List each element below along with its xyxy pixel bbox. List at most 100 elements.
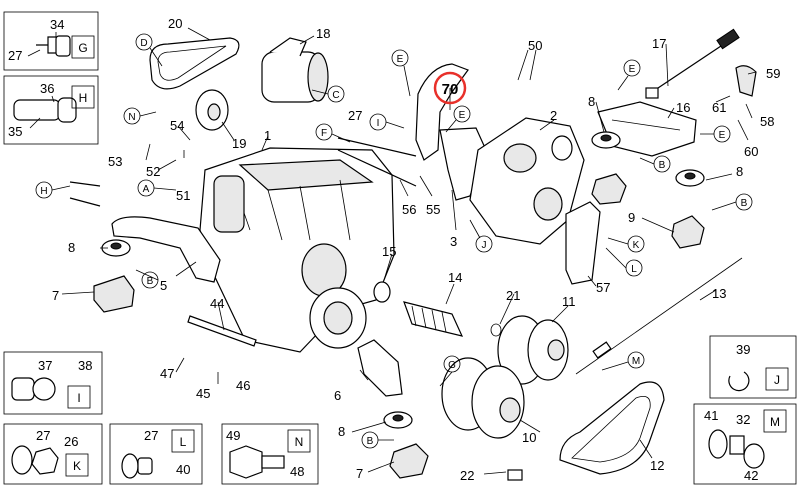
inset-l-label-27: 27 — [144, 428, 158, 443]
callout-e-2: E — [459, 110, 466, 121]
clutch-10 — [441, 357, 525, 439]
callout-b-1: B — [147, 276, 154, 287]
gearbox-2 — [469, 117, 585, 245]
inset-m-label-41: 41 — [704, 408, 718, 423]
callout-h: H — [40, 186, 47, 197]
belt-12 — [559, 381, 665, 475]
callout-e-3: E — [629, 64, 636, 75]
label-17: 17 — [652, 36, 666, 51]
label-8d: 8 — [736, 164, 743, 179]
inset-h-label-35: 35 — [8, 124, 22, 139]
inset-box-i: 37 38 I — [3, 351, 103, 415]
label-50: 50 — [528, 38, 542, 53]
inset-j-label-39: 39 — [736, 342, 750, 357]
inset-box-g: 34 27 G — [3, 11, 99, 71]
clamp-15 — [373, 281, 391, 303]
label-51: 51 — [176, 188, 190, 203]
inset-i-letter: I — [77, 391, 80, 405]
inset-k-label-26: 26 — [64, 434, 78, 449]
callout-j: J — [482, 240, 487, 251]
label-10: 10 — [522, 430, 536, 445]
highlight-callout-70: 70 — [433, 71, 467, 105]
label-60: 60 — [744, 144, 758, 159]
starter-18 — [261, 37, 329, 103]
mount-8b — [591, 131, 621, 149]
callout-e-4: E — [719, 130, 726, 141]
label-14: 14 — [448, 270, 462, 285]
inset-g-letter: G — [78, 41, 87, 55]
label-15: 15 — [382, 244, 396, 259]
inset-n-label-49: 49 — [226, 428, 240, 443]
mount-7b — [389, 443, 429, 479]
inset-l-letter: L — [180, 435, 187, 449]
inset-m-label-32: 32 — [736, 412, 750, 427]
inset-k-label-27: 27 — [36, 428, 50, 443]
inset-box-h: 36 35 H — [3, 75, 99, 145]
ring-21 — [490, 323, 502, 337]
label-18: 18 — [316, 26, 330, 41]
inset-m-letter: M — [770, 415, 780, 429]
callout-n: N — [128, 112, 135, 123]
inset-j-letter: J — [774, 373, 780, 387]
label-58: 58 — [760, 114, 774, 129]
inset-l-label-40: 40 — [176, 462, 190, 477]
mount-9a — [591, 173, 627, 205]
plate-57 — [565, 201, 601, 285]
inset-g-label-27: 27 — [8, 48, 22, 63]
mount-7a — [93, 275, 135, 313]
label-1: 1 — [264, 128, 271, 143]
callout-d: D — [140, 38, 147, 49]
leader-lines — [27, 27, 757, 475]
mount-8d — [383, 411, 413, 429]
engine-1 — [199, 147, 395, 353]
inset-box-m: 41 32 42 M — [693, 403, 797, 485]
label-57: 57 — [596, 280, 610, 295]
clutch-11 — [497, 315, 569, 385]
callout-b-2: B — [367, 436, 374, 447]
inset-box-n: 49 48 N — [221, 423, 319, 485]
callout-k: K — [633, 240, 640, 251]
bar-44 — [187, 315, 257, 347]
label-7b: 7 — [356, 466, 363, 481]
label-70: 70 — [442, 81, 459, 98]
callout-f: F — [321, 128, 327, 139]
inset-h-label-36: 36 — [40, 81, 54, 96]
inset-box-l: 27 40 L — [109, 423, 203, 485]
pin-22 — [507, 469, 523, 481]
label-9: 9 — [628, 210, 635, 225]
label-52: 52 — [146, 164, 160, 179]
label-7a: 7 — [52, 288, 59, 303]
inset-i-label-38: 38 — [78, 358, 92, 373]
belt-20 — [149, 37, 240, 90]
label-13: 13 — [712, 286, 726, 301]
rod-17 — [645, 28, 740, 99]
label-46: 46 — [236, 378, 250, 393]
label-54: 54 — [170, 118, 184, 133]
label-44: 44 — [210, 296, 224, 311]
inset-box-k: 27 26 K — [3, 423, 103, 485]
label-22: 22 — [460, 468, 474, 483]
label-2: 2 — [550, 108, 557, 123]
callout-l: L — [631, 264, 637, 275]
label-47: 47 — [160, 366, 174, 381]
label-21: 21 — [506, 288, 520, 303]
inset-k-letter: K — [73, 459, 81, 473]
inset-h-letter: H — [79, 91, 88, 105]
callout-b-4: B — [741, 198, 748, 209]
label-56: 56 — [402, 202, 416, 217]
inset-m-label-42: 42 — [744, 468, 758, 483]
bracket-5 — [111, 216, 221, 283]
label-55: 55 — [426, 202, 440, 217]
label-27: 27 — [348, 108, 362, 123]
callout-i: I — [377, 118, 380, 129]
label-6: 6 — [334, 388, 341, 403]
callout-a: A — [143, 184, 150, 195]
mount-8c — [675, 169, 705, 187]
callout-c: C — [332, 90, 339, 101]
label-8c: 8 — [588, 94, 595, 109]
long-bolts — [69, 137, 417, 207]
label-45: 45 — [196, 386, 210, 401]
label-3: 3 — [450, 234, 457, 249]
label-12: 12 — [650, 458, 664, 473]
